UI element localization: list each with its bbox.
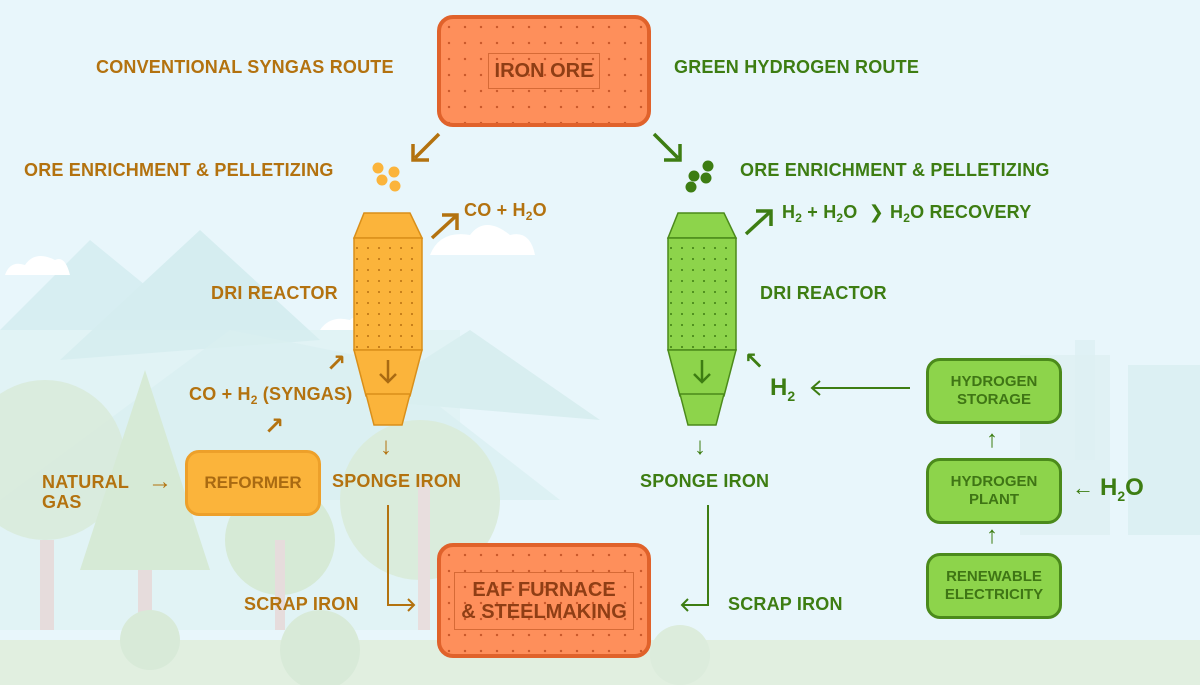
orange-pellets-icon xyxy=(372,162,401,192)
green-reactor-label: DRI REACTOR xyxy=(760,283,887,303)
green-pellets-icon xyxy=(685,160,714,193)
natural-gas-label: NATURAL GAS xyxy=(42,472,130,512)
exhaust-text: O xyxy=(843,202,858,222)
chevron-right-icon: ❯ xyxy=(868,202,884,222)
exhaust-subscript: 2 xyxy=(525,209,533,223)
arrow-up-left-icon: ↖ xyxy=(744,348,765,375)
green-route-title: GREEN HYDROGEN ROUTE xyxy=(674,57,920,77)
tree-crown xyxy=(0,380,125,540)
reformer-label: REFORMER xyxy=(204,473,302,492)
exhaust-text: CO + H xyxy=(464,200,526,220)
tree-trunk xyxy=(40,540,54,630)
syngas-text-tail: (SYNGAS) xyxy=(257,384,353,404)
arrow-right-icon: → xyxy=(148,468,172,495)
cloud xyxy=(5,256,70,275)
eaf-furnace-label: EAF FURNACE & STEELMAKING xyxy=(454,571,634,630)
subscript: 2 xyxy=(787,387,796,404)
green-exhaust-arrow-icon xyxy=(744,209,773,236)
bush xyxy=(650,625,710,685)
conventional-sponge-iron-label: SPONGE IRON xyxy=(332,471,462,491)
hydrogen-storage-label: HYDROGEN STORAGE xyxy=(950,373,1038,408)
sponge-to-eaf-connector xyxy=(387,505,416,612)
green-enrichment-label: ORE ENRICHMENT & PELLETIZING xyxy=(740,160,1050,180)
arrow-down-right-icon xyxy=(652,132,682,162)
hydrogen-plant-label: HYDROGEN PLANT xyxy=(950,473,1038,508)
arrow-down-left-icon xyxy=(411,132,441,162)
conventional-exhaust-label: CO + H2O xyxy=(464,200,547,223)
arrow-up-icon: ↑ xyxy=(986,522,998,549)
h2-text: H xyxy=(770,374,788,401)
bush xyxy=(120,610,180,670)
arrow-up-icon: ↑ xyxy=(986,426,998,453)
eaf-furnace-box: EAF FURNACE & STEELMAKING xyxy=(437,543,651,658)
exhaust-text-tail: O xyxy=(532,200,547,220)
water-text: H xyxy=(1100,474,1118,501)
green-sponge-to-eaf-connector xyxy=(680,505,709,612)
conventional-dri-reactor xyxy=(352,212,424,426)
pine-tree xyxy=(80,370,210,570)
building xyxy=(1128,365,1200,535)
syngas-subscript: 2 xyxy=(250,393,258,407)
storage-to-reactor-arrow xyxy=(810,380,910,396)
tree-trunk xyxy=(418,480,430,630)
hydrogen-storage-box: HYDROGEN STORAGE xyxy=(926,358,1062,424)
subscript: 2 xyxy=(836,211,844,225)
subscript: 2 xyxy=(1117,487,1126,504)
iron-ore-label: IRON ORE xyxy=(487,53,601,89)
green-exhaust-label: H2 + H2O ❯H2O RECOVERY xyxy=(782,202,1031,225)
green-sponge-iron-label: SPONGE IRON xyxy=(640,471,770,491)
green-scrap-iron-label: SCRAP IRON xyxy=(728,594,843,614)
green-dri-reactor xyxy=(666,212,738,426)
reformer-box: REFORMER xyxy=(185,450,321,516)
bush xyxy=(280,610,360,685)
conventional-scrap-iron-label: SCRAP IRON xyxy=(244,594,359,614)
recovery-text: H xyxy=(889,202,904,222)
arrow-left-icon: ← xyxy=(1072,475,1094,500)
arrow-down-icon: ↓ xyxy=(694,433,706,460)
tree-trunk xyxy=(275,540,285,630)
exhaust-text: + H xyxy=(802,202,837,222)
conventional-enrichment-label: ORE ENRICHMENT & PELLETIZING xyxy=(24,160,334,180)
water-input-label: ←H2O xyxy=(1072,474,1144,504)
mountain xyxy=(60,230,320,360)
arrow-down-icon: ↓ xyxy=(380,433,392,460)
h2-input-label: H2 xyxy=(770,374,795,404)
water-text-tail: O xyxy=(1125,474,1144,501)
hydrogen-plant-box: HYDROGEN PLANT xyxy=(926,458,1062,524)
renewable-electricity-label: RENEWABLE ELECTRICITY xyxy=(944,568,1044,603)
arrow-up-right-icon: ↗ xyxy=(264,413,285,440)
arrow-up-right-icon: ↗ xyxy=(326,350,347,377)
subscript: 2 xyxy=(795,211,803,225)
iron-ore-box: IRON ORE xyxy=(437,15,651,127)
renewable-electricity-box: RENEWABLE ELECTRICITY xyxy=(926,553,1062,619)
recovery-text: O RECOVERY xyxy=(910,202,1032,222)
cloud xyxy=(430,225,535,255)
subscript: 2 xyxy=(903,211,911,225)
syngas-text: CO + H xyxy=(189,384,251,404)
conventional-reactor-label: DRI REACTOR xyxy=(211,283,338,303)
syngas-label: CO + H2 (SYNGAS) xyxy=(189,384,352,407)
exhaust-text: H xyxy=(782,202,796,222)
exhaust-arrow-icon xyxy=(430,213,459,240)
conventional-route-title: CONVENTIONAL SYNGAS ROUTE xyxy=(96,57,394,77)
